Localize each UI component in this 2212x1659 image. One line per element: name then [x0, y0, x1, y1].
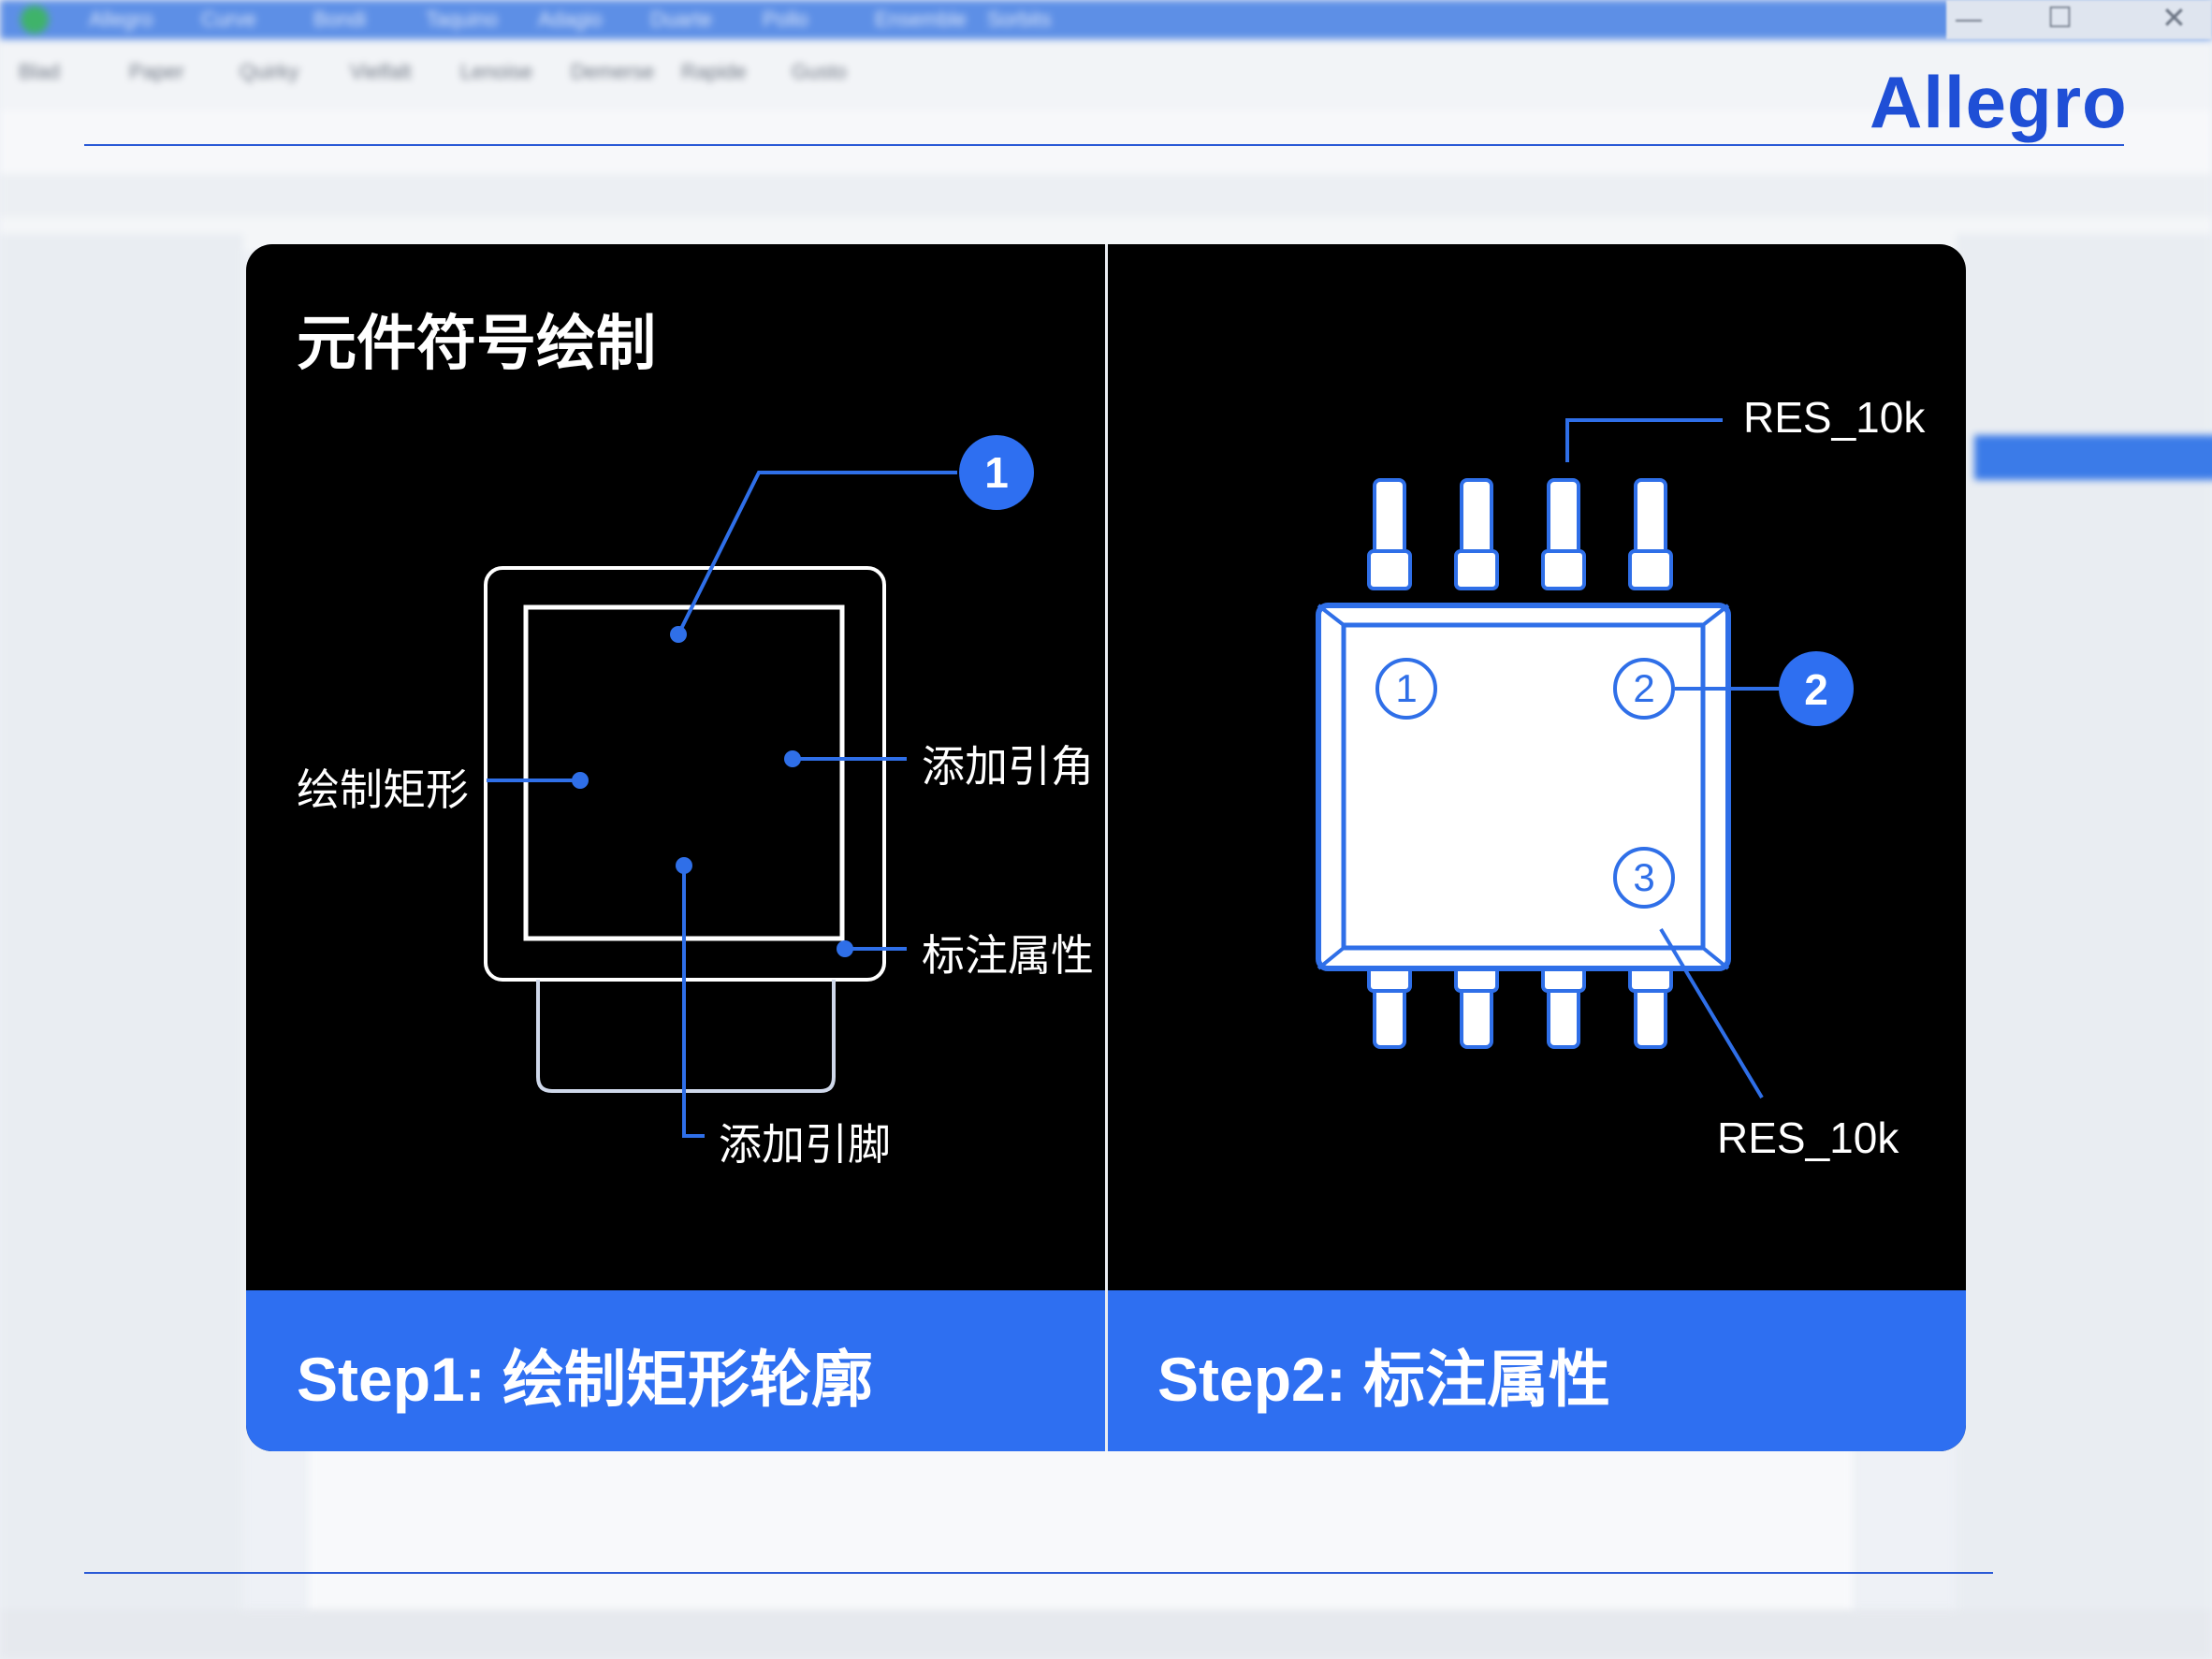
menu-item[interactable]: Vielfalt	[350, 60, 412, 83]
pin-number-3-circle	[1613, 847, 1675, 909]
top-pins	[1367, 478, 1673, 590]
callout-1-number: 1	[984, 448, 1009, 497]
menu-item[interactable]: Paper	[129, 60, 184, 83]
label-add-pin-angle: 添加引角	[922, 742, 1094, 791]
maximize-icon[interactable]: ☐	[2047, 3, 2073, 34]
top-label-leader	[1565, 418, 1723, 462]
title-tab[interactable]: Adagio	[538, 7, 603, 31]
footer-divider	[1105, 1290, 1108, 1451]
step1-label: Step1: 绘制矩形轮廓	[297, 1345, 874, 1414]
label-annotate-attr: 标注属性	[922, 931, 1094, 980]
allegro-logo: Allegro	[1870, 61, 2128, 143]
menu-bar: Blad Paper Quirky Vielfalt Lenoise Demerse Rap…	[0, 39, 2212, 110]
left-panel	[0, 234, 243, 1619]
menu-item[interactable]: Quirky	[240, 60, 299, 83]
status-bar	[0, 1609, 2212, 1659]
title-tab[interactable]: Duarte	[650, 7, 713, 31]
pin-number-2: 2	[1633, 666, 1655, 710]
menu-item[interactable]: Rapide	[681, 60, 747, 83]
draw-rect-dot	[572, 772, 589, 789]
pin-number-2-circle	[1613, 658, 1675, 720]
step2-label: Step2: 标注属性	[1157, 1345, 1611, 1414]
header-rule	[84, 144, 2124, 146]
title-tab[interactable]: Allegro	[89, 7, 153, 31]
title-tab[interactable]: Curve	[201, 7, 256, 31]
window-controls[interactable]: — ☐ ✕	[1946, 0, 2212, 39]
secondary-toolbar	[0, 174, 2212, 217]
panel-divider	[1105, 244, 1108, 1451]
selected-row	[1974, 435, 2212, 480]
minimize-icon[interactable]: —	[1956, 4, 1982, 33]
callout-1-leader	[677, 471, 957, 635]
add-pin-leader	[682, 866, 705, 1138]
ic-chip	[1316, 478, 1731, 1049]
label-draw-rect: 绘制矩形	[297, 765, 469, 814]
pin-number-1: 1	[1395, 666, 1418, 710]
callout-1-dot	[670, 626, 687, 643]
menu-item[interactable]: Demerse	[571, 60, 655, 83]
title-tab[interactable]: Sorbits	[987, 7, 1052, 31]
main-toolbar	[0, 110, 2212, 251]
bottom-tab	[536, 980, 836, 1093]
pin-angle-dot	[784, 750, 801, 767]
bottom-label-leader	[1659, 927, 1764, 1099]
app-icon	[21, 6, 49, 34]
output-area	[309, 1441, 1853, 1609]
right-diagram	[1316, 418, 1854, 1099]
add-pin-dot	[676, 857, 692, 874]
menu-item[interactable]: Gusto	[792, 60, 847, 83]
tutorial-card: 元件符号绘制 1 绘制矩形 添加引角 标注属性 添加引脚	[246, 244, 1966, 1451]
title-tab[interactable]: Ensemble	[875, 7, 967, 31]
label-res-bottom: RES_10k	[1717, 1113, 1899, 1162]
close-icon[interactable]: ✕	[2161, 1, 2187, 35]
title-tab[interactable]: Taquino	[426, 7, 499, 31]
callout-2-badge	[1779, 651, 1854, 726]
pin-number-1-circle	[1375, 658, 1437, 720]
pin-number-3: 3	[1633, 855, 1655, 899]
right-panel	[1956, 234, 2212, 1619]
label-add-pin: 添加引脚	[719, 1120, 891, 1169]
footer-rule	[84, 1572, 1993, 1574]
panel-title: 元件符号绘制	[297, 310, 656, 377]
title-tab[interactable]: Pollo	[763, 7, 808, 31]
app-title-bar: Allegro Curve Bondi Taquino Adagio Duarte Poll…	[0, 0, 2212, 39]
title-tab[interactable]: Bondi	[313, 7, 367, 31]
callout-2-number: 2	[1804, 665, 1828, 714]
menu-item[interactable]: Blad	[19, 60, 61, 83]
annotate-dot	[837, 940, 853, 957]
menu-item[interactable]: Lenoise	[460, 60, 533, 83]
callout-1-badge	[959, 435, 1034, 510]
label-res-top: RES_10k	[1743, 393, 1926, 442]
left-diagram	[484, 435, 1034, 1138]
